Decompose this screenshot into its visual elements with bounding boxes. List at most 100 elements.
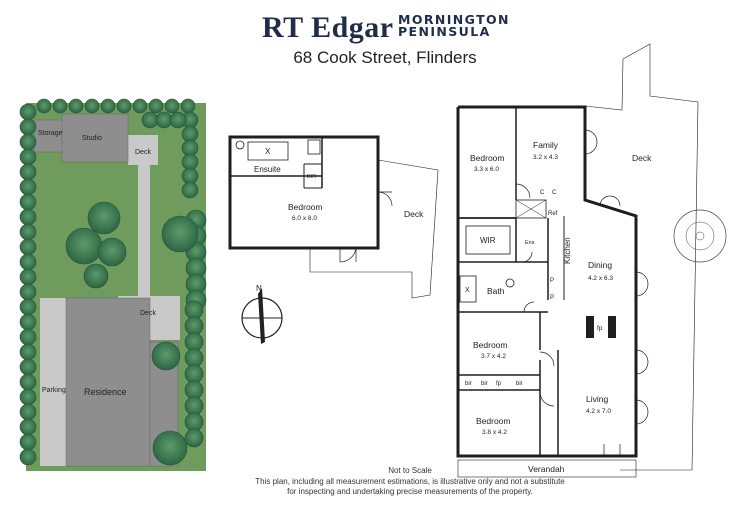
hedge-tree — [184, 348, 204, 368]
house-deck-outline — [584, 43, 699, 471]
hedge-tree — [184, 412, 204, 432]
hedge-tree — [19, 223, 37, 241]
hedge-tree — [148, 98, 164, 114]
door-dining-side — [635, 271, 649, 297]
door-dining-deck — [599, 195, 621, 207]
bedroom1-label: Bedroom — [470, 153, 505, 163]
driveway — [138, 160, 150, 300]
feature-tree — [65, 227, 103, 265]
brand-region: MORNINGTON PENINSULA — [398, 13, 528, 38]
bath-basin — [505, 278, 515, 288]
hedge-tree — [19, 238, 37, 256]
house-plan — [456, 43, 699, 478]
studio-door-right — [377, 191, 393, 207]
family-label: Family — [533, 140, 559, 150]
brand-header: RT Edgar MORNINGTON PENINSULA — [0, 8, 750, 48]
hedge-tree — [169, 111, 187, 129]
hedge-tree — [181, 139, 199, 157]
studio-deck-label: Deck — [404, 209, 424, 219]
feature-tree — [83, 263, 109, 289]
feature-tree — [151, 341, 181, 371]
fireplace-hearth — [594, 316, 608, 338]
studio-building — [61, 113, 129, 163]
hedge-tree — [19, 373, 37, 391]
dining-size: 4.2 x 6.3 — [588, 275, 613, 282]
dining-label: Dining — [588, 260, 612, 270]
hedge-tree — [19, 328, 37, 346]
verandah — [457, 459, 637, 478]
wir-shelving — [465, 225, 511, 255]
bath-x: X — [465, 287, 470, 294]
site-deck-top-label: Deck — [135, 149, 151, 156]
door-living-side2 — [635, 399, 649, 425]
hedge-tree — [19, 433, 37, 451]
hedge-tree — [19, 358, 37, 376]
hedge-tree — [184, 428, 204, 448]
hedge-tree — [19, 298, 37, 316]
hedge-tree — [184, 396, 204, 416]
studio-bir-label: BIR — [307, 174, 316, 180]
bath-label: Bath — [487, 286, 505, 296]
verandah-label: Verandah — [528, 464, 565, 474]
door-family-deck — [584, 129, 598, 155]
boundary-hedge — [19, 98, 207, 466]
studio-bath-x: X — [265, 147, 271, 156]
disclaimer-line2: for inspecting and undertaking precise m… — [287, 487, 533, 496]
hedge-tree — [19, 103, 37, 121]
studio-deck-outline — [309, 159, 439, 299]
hedge-tree — [19, 343, 37, 361]
compass-needle — [258, 288, 265, 344]
feature-tree — [87, 201, 121, 235]
site-parking-label: Parking — [42, 387, 66, 394]
kitchen-label: Kitchen — [563, 237, 572, 264]
hedge-tree — [68, 98, 84, 114]
hedge-tree — [19, 193, 37, 211]
studio-bedroom-label: Bedroom — [288, 202, 323, 212]
hedge-tree — [116, 98, 132, 114]
hedge-tree — [184, 316, 204, 336]
ens-label: Ens — [525, 240, 535, 246]
pantry-p2: P — [550, 295, 554, 301]
studio-door-bottom — [339, 247, 357, 263]
family-size: 3.2 x 4.3 — [533, 154, 558, 161]
hedge-tree — [19, 133, 37, 151]
deck-tree-canopy — [673, 209, 727, 263]
studio-shower — [307, 139, 321, 155]
storage-building — [33, 119, 65, 153]
hedge-tree — [180, 98, 196, 114]
house-outer-walls — [456, 105, 638, 458]
ref-label: Ref — [548, 211, 558, 217]
cupboard-c2: C — [552, 190, 557, 196]
bir3-label: bir — [516, 381, 523, 387]
feature-trees — [65, 201, 199, 466]
site-studio-label: Studio — [82, 135, 102, 142]
door-bath — [523, 301, 535, 313]
site-residence-label: Residence — [84, 387, 127, 397]
hedge-tree — [19, 178, 37, 196]
hedge-tree — [181, 125, 199, 143]
brand-name: RT Edgar — [262, 11, 394, 44]
wir-label: WIR — [480, 236, 496, 245]
deck-label: Deck — [632, 153, 652, 163]
site-deck-mid-label: Deck — [140, 310, 156, 317]
hedge-tree — [84, 98, 100, 114]
hedge-tree — [52, 98, 68, 114]
disclaimer-line1: This plan, including all measurement est… — [255, 476, 565, 486]
site-plan: Storage Studio Deck Deck Parking Residen… — [19, 98, 207, 471]
pantry-p1: P — [550, 278, 554, 284]
hedge-tree — [19, 388, 37, 406]
hedge-tree — [164, 98, 180, 114]
hedge-tree — [19, 448, 37, 466]
bedroom3-label: Bedroom — [476, 416, 511, 426]
door-verandah — [603, 444, 621, 456]
compass-north: N — [256, 284, 262, 293]
living-size: 4.2 x 7.0 — [586, 408, 611, 415]
studio-bath — [247, 141, 289, 161]
hedge-tree — [19, 118, 37, 136]
hedge-tree — [19, 283, 37, 301]
hedge-tree — [181, 167, 199, 185]
fp2-label: fp — [496, 381, 502, 387]
deck-tree-core — [695, 231, 705, 241]
deck-tree-inner — [685, 221, 715, 251]
